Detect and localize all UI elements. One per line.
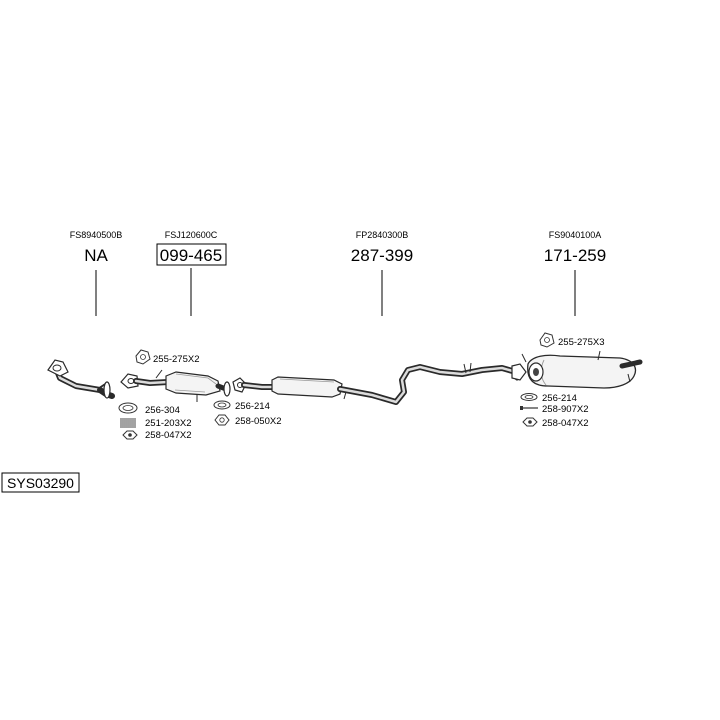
part-label-catalyst: FSJ120600C 099-465 xyxy=(156,230,227,316)
nut-icon xyxy=(214,414,230,426)
accessory-group-middle: 256-214 258-050X2 xyxy=(213,400,281,427)
accessory-code: 256-214 xyxy=(235,401,270,412)
highlight-box xyxy=(156,243,227,266)
accessory-code: 251-203X2 xyxy=(145,418,191,429)
accessory-code: 258-907X2 xyxy=(542,404,588,415)
middle-pipe-drawing[interactable] xyxy=(232,362,521,405)
part-number-text[interactable]: 171-259 xyxy=(544,246,606,265)
accessory-code: 258-047X2 xyxy=(145,430,191,441)
part-number-text[interactable]: 287-399 xyxy=(351,246,413,265)
spring-icon xyxy=(120,418,136,428)
nut-icon xyxy=(122,430,138,440)
hanger-rubber-icon xyxy=(135,349,151,365)
accessory-code: 255-275X3 xyxy=(558,337,604,348)
gasket-ring-icon xyxy=(118,402,138,414)
accessory-code: 258-047X2 xyxy=(542,418,588,429)
accessory-code: 256-304 xyxy=(145,405,180,416)
gasket-ring-icon xyxy=(213,400,231,410)
hanger-rubber-icon xyxy=(539,332,555,348)
part-label-rear-silencer: FS9040100A 171-259 xyxy=(544,230,606,316)
part-ref-text: FS9040100A xyxy=(549,230,602,240)
part-label-front-pipe: FS8940500B NA xyxy=(70,230,123,316)
part-ref-text: FP2840300B xyxy=(356,230,409,240)
front-pipe-drawing[interactable] xyxy=(47,359,115,399)
part-number-text[interactable]: NA xyxy=(84,246,108,265)
system-code-box xyxy=(1,472,80,493)
part-label-middle-pipe: FP2840300B 287-399 xyxy=(351,230,413,316)
accessory-code: 256-214 xyxy=(542,393,577,404)
gasket-ring-icon xyxy=(520,393,538,401)
accessory-code: 255-275X2 xyxy=(153,354,199,365)
rear-silencer-drawing[interactable] xyxy=(511,350,643,389)
accessory-code: 258-050X2 xyxy=(235,416,281,427)
part-number-text[interactable]: 099-465 xyxy=(160,246,222,265)
accessory-group-front: 255-275X2 256-304 251-203X2 258-047X2 xyxy=(118,349,199,441)
part-ref-text: FS8940500B xyxy=(70,230,123,240)
part-ref-text: FSJ120600C xyxy=(165,230,218,240)
system-code-text: SYS03290 xyxy=(7,475,74,491)
catalyst-drawing[interactable] xyxy=(120,369,231,402)
accessory-group-rear: 255-275X3 256-214 258-907X2 258-047X2 xyxy=(520,332,604,429)
system-code-label: SYS03290 xyxy=(1,472,80,493)
nut-icon xyxy=(522,417,538,427)
bolt-icon xyxy=(520,406,538,410)
